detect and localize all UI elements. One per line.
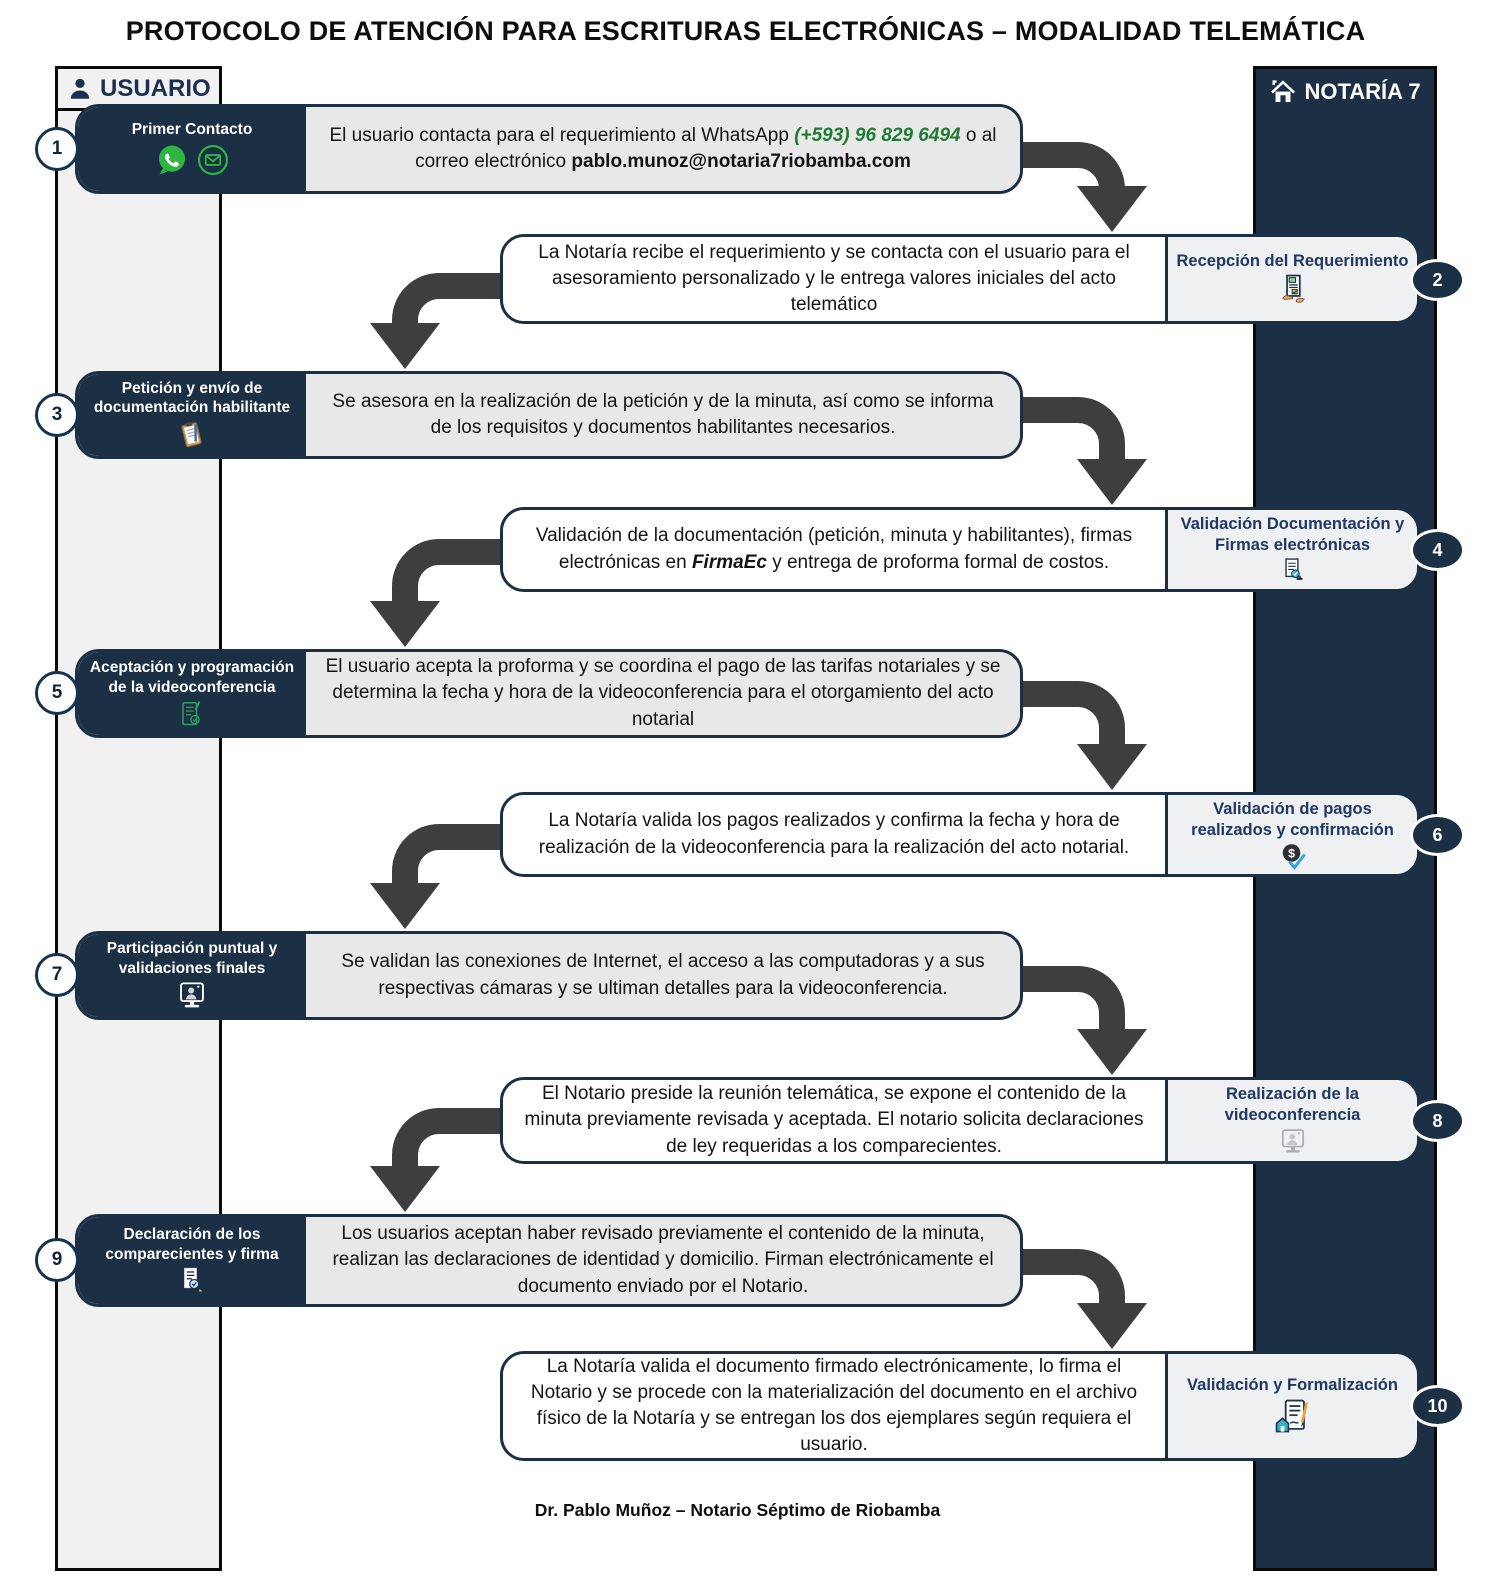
videocall-monitor-icon bbox=[180, 982, 204, 1008]
document-check-stamp-icon bbox=[1284, 558, 1303, 581]
step-8-number-badge: 8 bbox=[1410, 1100, 1465, 1142]
step-4-row: Validación de la documentación (petición… bbox=[500, 507, 1420, 592]
step-2-text: La Notaría recibe el requerimiento y se … bbox=[538, 241, 1130, 316]
step-5-label: Aceptación y programación de la videocon… bbox=[89, 659, 295, 696]
step-1-row: Primer Contacto El usuario contacta para… bbox=[75, 104, 1023, 194]
step-5-text: El usuario acepta la proforma y se coord… bbox=[325, 656, 1001, 730]
usuario-column: USUARIO bbox=[55, 66, 222, 1571]
step-3-text: Se asesora en la realización de la petic… bbox=[332, 390, 994, 438]
step-2-number-badge: 2 bbox=[1410, 259, 1465, 301]
step-9-text-box: Los usuarios aceptan haber revisado prev… bbox=[306, 1217, 1020, 1304]
step-6-number-badge: 6 bbox=[1410, 814, 1465, 856]
email-address: pablo.munoz@notaria7riobamba.com bbox=[571, 151, 911, 172]
step-1-text: El usuario contacta para el requerimient… bbox=[329, 124, 795, 146]
step-4-text-box: Validación de la documentación (petición… bbox=[503, 510, 1165, 589]
arrow-step7-to-step8 bbox=[1016, 966, 1147, 1075]
step-8-label: Realización de la videoconferencia bbox=[1224, 1085, 1361, 1124]
page-title: PROTOCOLO DE ATENCIÓN PARA ESCRITURAS EL… bbox=[125, 16, 1366, 46]
step-8-text-box: El Notario preside la reunión telemática… bbox=[503, 1080, 1165, 1161]
svg-text:$: $ bbox=[1288, 847, 1295, 861]
step-10-label: Validación y Formalización bbox=[1187, 1375, 1398, 1394]
step-7-label: Participación puntual y validaciones fin… bbox=[106, 940, 278, 977]
arrow-step9-to-step10 bbox=[1016, 1249, 1147, 1349]
step-8-row: El Notario preside la reunión telemática… bbox=[500, 1077, 1420, 1164]
step-3-number-badge: 3 bbox=[35, 393, 79, 437]
step-5-row: Aceptación y programación de la videocon… bbox=[75, 649, 1023, 738]
step-9-label: Declaración de los comparecientes y firm… bbox=[105, 1226, 279, 1263]
step-1-number-badge: 1 bbox=[35, 127, 79, 171]
step-5-number-badge: 5 bbox=[35, 671, 79, 715]
document-pen-check-icon bbox=[182, 701, 201, 726]
step-9-number-badge: 9 bbox=[35, 1238, 79, 1282]
step-5-label-box: Aceptación y programación de la videocon… bbox=[78, 652, 306, 735]
user-icon bbox=[70, 78, 90, 99]
step-8-label-box: Realización de la videoconferencia bbox=[1165, 1080, 1417, 1161]
step-9-row: Declaración de los comparecientes y firm… bbox=[75, 1214, 1023, 1307]
step-4-text: Validación de la documentación (petición… bbox=[535, 525, 1133, 573]
step-7-row: Participación puntual y validaciones fin… bbox=[75, 931, 1023, 1020]
step-2-label: Recepción del Requerimiento bbox=[1176, 251, 1409, 270]
videocall-monitor-icon bbox=[1281, 1129, 1304, 1153]
arrow-step5-to-step6 bbox=[1016, 681, 1147, 790]
step-8-text: El Notario preside la reunión telemática… bbox=[524, 1083, 1144, 1157]
step-5-text-box: El usuario acepta la proforma y se coord… bbox=[306, 652, 1020, 735]
arrow-step8-to-step9 bbox=[370, 1108, 504, 1212]
clipboard-pen-icon bbox=[181, 422, 202, 448]
house-icon bbox=[1271, 80, 1296, 103]
step-10-text-box: La Notaría valida el documento firmado e… bbox=[503, 1354, 1165, 1458]
step-1-text-box: El usuario contacta para el requerimient… bbox=[306, 107, 1020, 191]
step-3-text-box: Se asesora en la realización de la petic… bbox=[306, 374, 1020, 456]
step-6-text: La Notaría valida los pagos realizados y… bbox=[538, 810, 1130, 858]
step-9-label-box: Declaración de los comparecientes y firm… bbox=[78, 1217, 306, 1304]
step-1-label: Primer Contacto bbox=[131, 121, 253, 139]
usuario-label: USUARIO bbox=[100, 74, 211, 102]
step-3-label-box: Petición y envío de documentación habili… bbox=[78, 374, 306, 456]
email-icon bbox=[197, 144, 228, 175]
step-10-number-badge: 10 bbox=[1410, 1385, 1465, 1427]
step-3-row: Petición y envío de documentación habili… bbox=[75, 371, 1023, 459]
firmaec-brand: FirmaEc bbox=[691, 551, 767, 573]
step-2-text-box: La Notaría recibe el requerimiento y se … bbox=[503, 237, 1165, 321]
step-1-label-box: Primer Contacto bbox=[78, 107, 306, 191]
document-magnifier-icon bbox=[184, 1267, 203, 1292]
step-6-text-box: La Notaría valida los pagos realizados y… bbox=[503, 795, 1165, 874]
arrow-step4-to-step5 bbox=[370, 539, 504, 647]
step-2-row: La Notaría recibe el requerimiento y se … bbox=[500, 234, 1420, 324]
whatsapp-number: (+593) 96 829 6494 bbox=[794, 124, 961, 146]
step-7-text: Se validan las conexiones de Internet, e… bbox=[341, 951, 985, 999]
step-4-label: Validación Documentación y Firmas electr… bbox=[1180, 515, 1405, 554]
house-document-pen-icon bbox=[1275, 1399, 1308, 1433]
step-6-label: Validación de pagos realizados y confirm… bbox=[1191, 800, 1394, 839]
dollar-check-icon: $ bbox=[1282, 844, 1306, 870]
step-7-label-box: Participación puntual y validaciones fin… bbox=[78, 934, 306, 1017]
step-2-label-box: Recepción del Requerimiento bbox=[1165, 237, 1417, 321]
step-6-row: La Notaría valida los pagos realizados y… bbox=[500, 792, 1420, 877]
step-7-text-box: Se validan las conexiones de Internet, e… bbox=[306, 934, 1020, 1017]
footer-credit: Dr. Pablo Muñoz – Notario Séptimo de Rio… bbox=[534, 1500, 941, 1520]
receipt-in-hands-icon bbox=[1281, 275, 1305, 304]
whatsapp-icon bbox=[158, 145, 185, 175]
step-7-number-badge: 7 bbox=[35, 953, 79, 997]
step-6-label-box: Validación de pagos realizados y confirm… bbox=[1165, 795, 1417, 874]
arrow-step2-to-step3 bbox=[370, 273, 504, 369]
notaria-header: NOTARÍA 7 bbox=[1256, 69, 1434, 115]
step-4-number-badge: 4 bbox=[1410, 529, 1465, 571]
arrow-step1-to-step2 bbox=[1016, 142, 1147, 232]
notaria-label: NOTARÍA 7 bbox=[1304, 79, 1421, 104]
step-10-text: La Notaría valida el documento firmado e… bbox=[530, 1355, 1138, 1456]
step-9-text: Los usuarios aceptan haber revisado prev… bbox=[332, 1223, 994, 1297]
step-4-label-box: Validación Documentación y Firmas electr… bbox=[1165, 510, 1417, 589]
step-3-label: Petición y envío de documentación habili… bbox=[93, 379, 291, 416]
step-10-row: La Notaría valida el documento firmado e… bbox=[500, 1351, 1420, 1461]
arrow-step6-to-step7 bbox=[370, 824, 504, 929]
step-10-label-box: Validación y Formalización bbox=[1165, 1354, 1417, 1458]
arrow-step3-to-step4 bbox=[1016, 397, 1147, 505]
